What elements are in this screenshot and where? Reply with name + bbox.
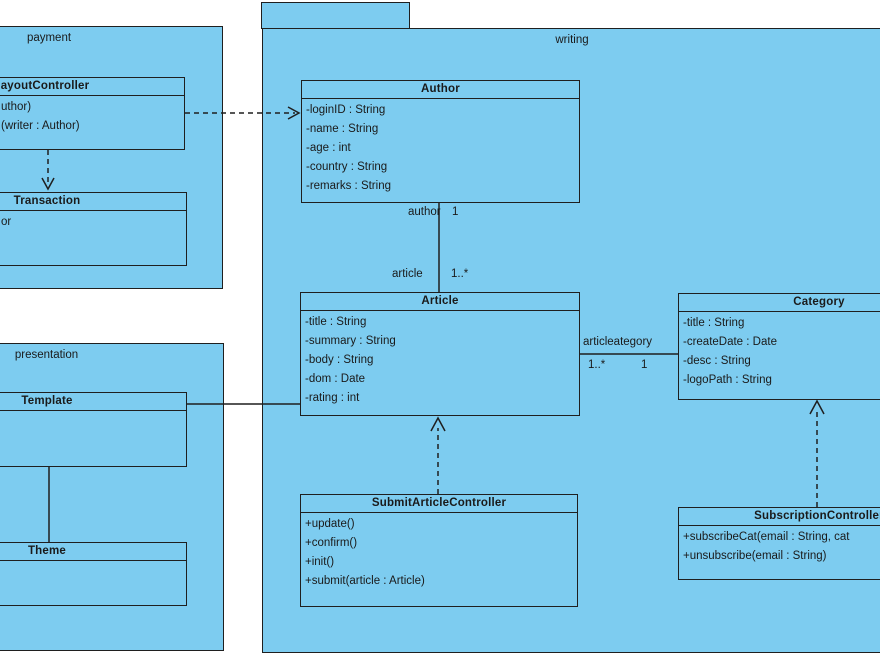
- class-theme: Theme: [0, 542, 187, 606]
- class-payout-controller-title: ayoutController: [0, 78, 184, 96]
- class-subscription-controller-title: SubscriptionController: [679, 508, 880, 526]
- package-writing-tab: [261, 2, 410, 29]
- class-member: -age : int: [306, 141, 351, 154]
- class-payout-controller: ayoutController uthor) (writer : Author): [0, 77, 185, 150]
- package-payment-label: payment: [26, 32, 72, 44]
- class-template: Template: [0, 392, 187, 467]
- class-submit-article-controller-title: SubmitArticleController: [301, 495, 577, 513]
- assoc-role-article: article: [392, 268, 423, 280]
- class-submit-article-controller: SubmitArticleController +update() +confi…: [300, 494, 578, 607]
- class-member: -createDate : Date: [683, 335, 777, 348]
- class-article: Article -title : String -summary : Strin…: [300, 292, 580, 416]
- class-member: +update(): [305, 517, 355, 530]
- class-member: -remarks : String: [306, 179, 391, 192]
- assoc-label-article-category: articleategory: [583, 336, 653, 348]
- class-member: or: [1, 215, 12, 228]
- class-member: uthor): [1, 100, 32, 113]
- class-article-title: Article: [301, 293, 579, 311]
- class-member: -name : String: [306, 122, 379, 135]
- class-category-title: Category: [679, 294, 880, 312]
- class-member: -dom : Date: [305, 372, 366, 385]
- class-member: -body : String: [305, 353, 374, 366]
- package-writing-label: writing: [555, 34, 589, 46]
- class-member: -rating : int: [305, 391, 360, 404]
- class-member: +init(): [305, 555, 335, 568]
- assoc-mult-author: 1: [452, 206, 459, 218]
- class-transaction: Transaction or: [0, 192, 187, 266]
- class-theme-title: Theme: [0, 543, 186, 561]
- class-member: -loginID : String: [306, 103, 386, 116]
- class-member: (writer : Author): [1, 119, 80, 132]
- class-member: -logoPath : String: [683, 373, 772, 386]
- class-member: +subscribeCat(email : String, cat: [683, 530, 850, 543]
- class-subscription-controller: SubscriptionController +subscribeCat(ema…: [678, 507, 880, 580]
- class-transaction-title: Transaction: [0, 193, 186, 211]
- assoc-role-author: author: [408, 206, 441, 218]
- class-template-title: Template: [0, 393, 186, 411]
- class-member: -country : String: [306, 160, 388, 173]
- class-member: +unsubscribe(email : String): [683, 549, 827, 562]
- class-author: Author -loginID : String -name : String …: [301, 80, 580, 203]
- class-member: -summary : String: [305, 334, 396, 347]
- assoc-mult-category-side: 1: [641, 359, 648, 371]
- class-author-title: Author: [302, 81, 579, 99]
- class-member: -title : String: [683, 316, 745, 329]
- class-member: +submit(article : Article): [305, 574, 425, 587]
- class-category: Category -title : String -createDate : D…: [678, 293, 880, 400]
- class-member: -title : String: [305, 315, 367, 328]
- package-presentation-label: presentation: [14, 349, 79, 361]
- assoc-mult-article-side: 1..*: [588, 359, 606, 371]
- assoc-mult-article: 1..*: [451, 268, 469, 280]
- class-member: -desc : String: [683, 354, 751, 367]
- class-member: +confirm(): [305, 536, 358, 549]
